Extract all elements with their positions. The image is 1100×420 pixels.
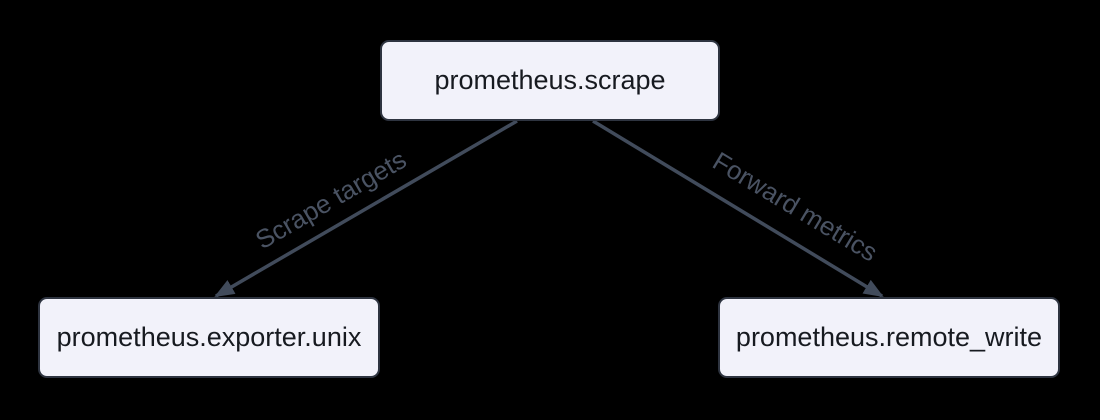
node-prometheus-exporter-unix-label: prometheus.exporter.unix (56, 322, 362, 352)
node-prometheus-scrape-label: prometheus.scrape (434, 65, 666, 95)
edge-scrape-to-exporter-arrow (214, 119, 518, 298)
node-prometheus-exporter-unix: prometheus.exporter.unix (38, 297, 380, 378)
node-prometheus-remote-write: prometheus.remote_write (718, 297, 1060, 378)
edge-scrape-to-remote-write-arrow (592, 119, 884, 298)
node-prometheus-scrape: prometheus.scrape (380, 40, 720, 121)
node-prometheus-remote-write-label: prometheus.remote_write (735, 322, 1043, 352)
